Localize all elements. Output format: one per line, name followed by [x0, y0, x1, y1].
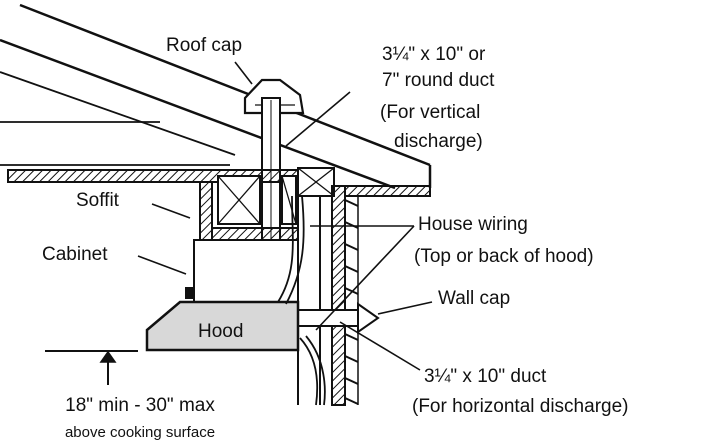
label-vertical-duct-line1: 3¼" x 10" or: [382, 44, 486, 65]
label-vertical-duct-line3: (For vertical: [380, 102, 480, 123]
wall-cap-shape: [357, 302, 380, 334]
soffit-block-left-x2: [217, 175, 261, 225]
wire-back-2: [305, 335, 326, 406]
label-cabinet: Cabinet: [42, 244, 108, 265]
leader-vertical-duct: [285, 91, 351, 147]
clearance-arrow-head: [99, 350, 117, 363]
label-horizontal-duct-line1: 3¼" x 10" duct: [424, 366, 547, 387]
leader-cabinet: [137, 255, 187, 275]
label-vertical-duct-line4: discharge): [394, 131, 483, 152]
eave-soffit-board: [344, 185, 431, 197]
leader-lines: [45, 61, 433, 385]
top-plate-x2: [297, 167, 335, 197]
labels: Roof cap 3¼" x 10" or 7" round duct (For…: [42, 35, 628, 441]
soffit-bottom: [211, 227, 299, 241]
hood-body: [145, 300, 300, 352]
soffit-side: [199, 181, 213, 241]
wire-top: [277, 195, 294, 303]
leader-wiring-back: [315, 225, 415, 331]
roof: [0, 3, 432, 190]
label-clearance-line2: above cooking surface: [65, 424, 215, 441]
label-wall-cap: Wall cap: [438, 288, 510, 309]
wire-back: [299, 337, 319, 406]
leader-wall-cap: [377, 301, 433, 315]
soffit-block-right-x1: [281, 175, 297, 225]
wall-siding: [344, 199, 359, 405]
cabinet: [185, 239, 299, 303]
wall-sheathing: [331, 185, 346, 406]
label-clearance-line1: 18" min - 30" max: [65, 395, 215, 416]
wire-top-2: [285, 195, 305, 305]
rafter-line: [0, 71, 236, 156]
roof-top-edge: [19, 3, 431, 167]
leader-roof-cap: [234, 61, 253, 85]
house-wiring: [277, 195, 326, 406]
roof-cap: [243, 78, 305, 115]
horizontal-duct-body: [291, 309, 359, 327]
leader-soffit: [151, 203, 191, 219]
label-hood: Hood: [198, 321, 243, 342]
label-roof-cap: Roof cap: [166, 35, 242, 56]
leader-horizontal-duct: [339, 321, 421, 371]
label-house-wiring-line1: House wiring: [418, 214, 528, 235]
soffit-structure: [7, 169, 299, 241]
label-house-wiring-line2: (Top or back of hood): [414, 246, 594, 267]
hood: [145, 300, 300, 352]
cabinet-box: [193, 239, 299, 303]
eave: [297, 167, 431, 197]
label-soffit: Soffit: [76, 190, 120, 211]
label-vertical-duct-line2: 7" round duct: [382, 70, 495, 91]
cabinet-knob: [185, 287, 193, 299]
label-horizontal-duct-line2: (For horizontal discharge): [412, 396, 628, 417]
roof-bottom-edge: [0, 38, 396, 190]
